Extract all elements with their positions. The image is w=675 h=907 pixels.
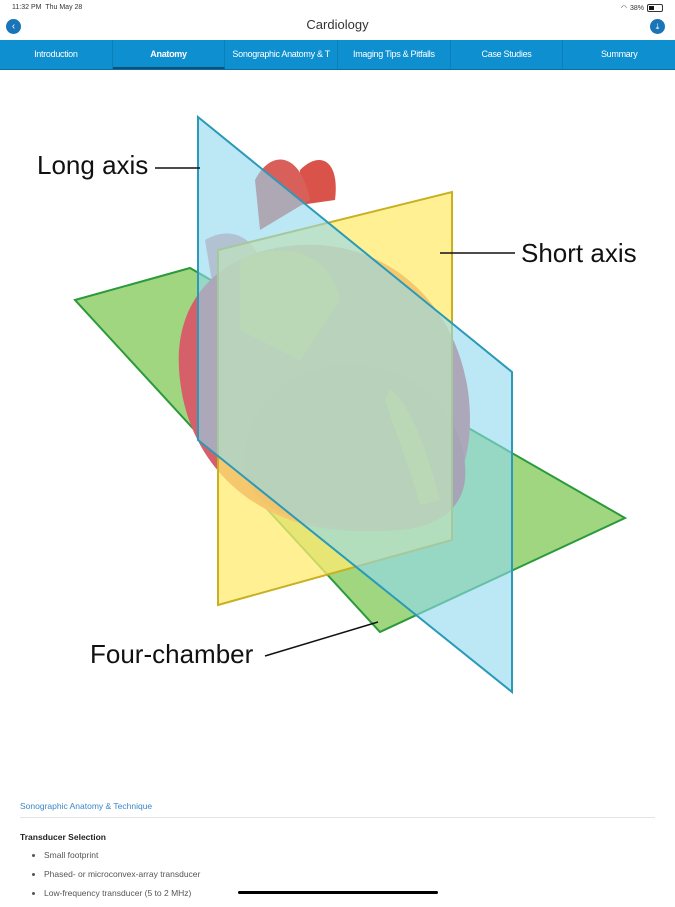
wifi-icon: ◠ [620, 5, 627, 12]
tab-bar: Introduction Anatomy Sonographic Anatomy… [0, 40, 675, 70]
home-indicator[interactable] [238, 891, 438, 894]
download-button[interactable]: ⤓ [650, 19, 665, 34]
label-four-chamber: Four-chamber [90, 639, 254, 669]
page-title: Cardiology [306, 17, 369, 32]
status-time: 11:32 PM Thu May 28 [12, 4, 83, 11]
battery-percent: 38% [629, 4, 644, 12]
list-item: Phased- or microconvex-array transducer [44, 869, 200, 879]
tab-case-studies[interactable]: Case Studies [451, 40, 564, 69]
label-long-axis: Long axis [37, 150, 149, 180]
status-right: ◠38% [621, 4, 663, 12]
tab-introduction[interactable]: Introduction [0, 40, 113, 69]
section-heading: Transducer Selection [20, 832, 106, 842]
list-item: Small footprint [44, 850, 200, 860]
tab-imaging-tips[interactable]: Imaging Tips & Pitfalls [338, 40, 451, 69]
heart-planes-figure: Long axis Short axis Four-chamber [0, 70, 675, 770]
nav-bar: ‹ Cardiology ⤓ [0, 14, 675, 40]
tab-summary[interactable]: Summary [600, 49, 638, 59]
chevron-left-icon: ‹ [11, 21, 16, 32]
divider [20, 817, 655, 818]
section-link[interactable]: Sonographic Anatomy & Technique [20, 801, 153, 811]
bullet-list: Small footprint Phased- or microconvex-a… [20, 850, 200, 907]
long-axis-plane [197, 114, 513, 695]
heart-illustration [73, 114, 628, 695]
list-item: Low-frequency transducer (5 to 2 MHz) [44, 888, 200, 898]
battery-icon [647, 4, 663, 12]
status-bar: 11:32 PM Thu May 28 ◠38% [0, 0, 675, 16]
back-button[interactable]: ‹ [6, 19, 21, 34]
download-icon: ⤓ [655, 22, 660, 31]
tab-sonographic-anatomy[interactable]: Sonographic Anatomy & T [225, 40, 339, 69]
label-short-axis: Short axis [521, 238, 637, 268]
tab-anatomy[interactable]: Anatomy [112, 40, 226, 69]
